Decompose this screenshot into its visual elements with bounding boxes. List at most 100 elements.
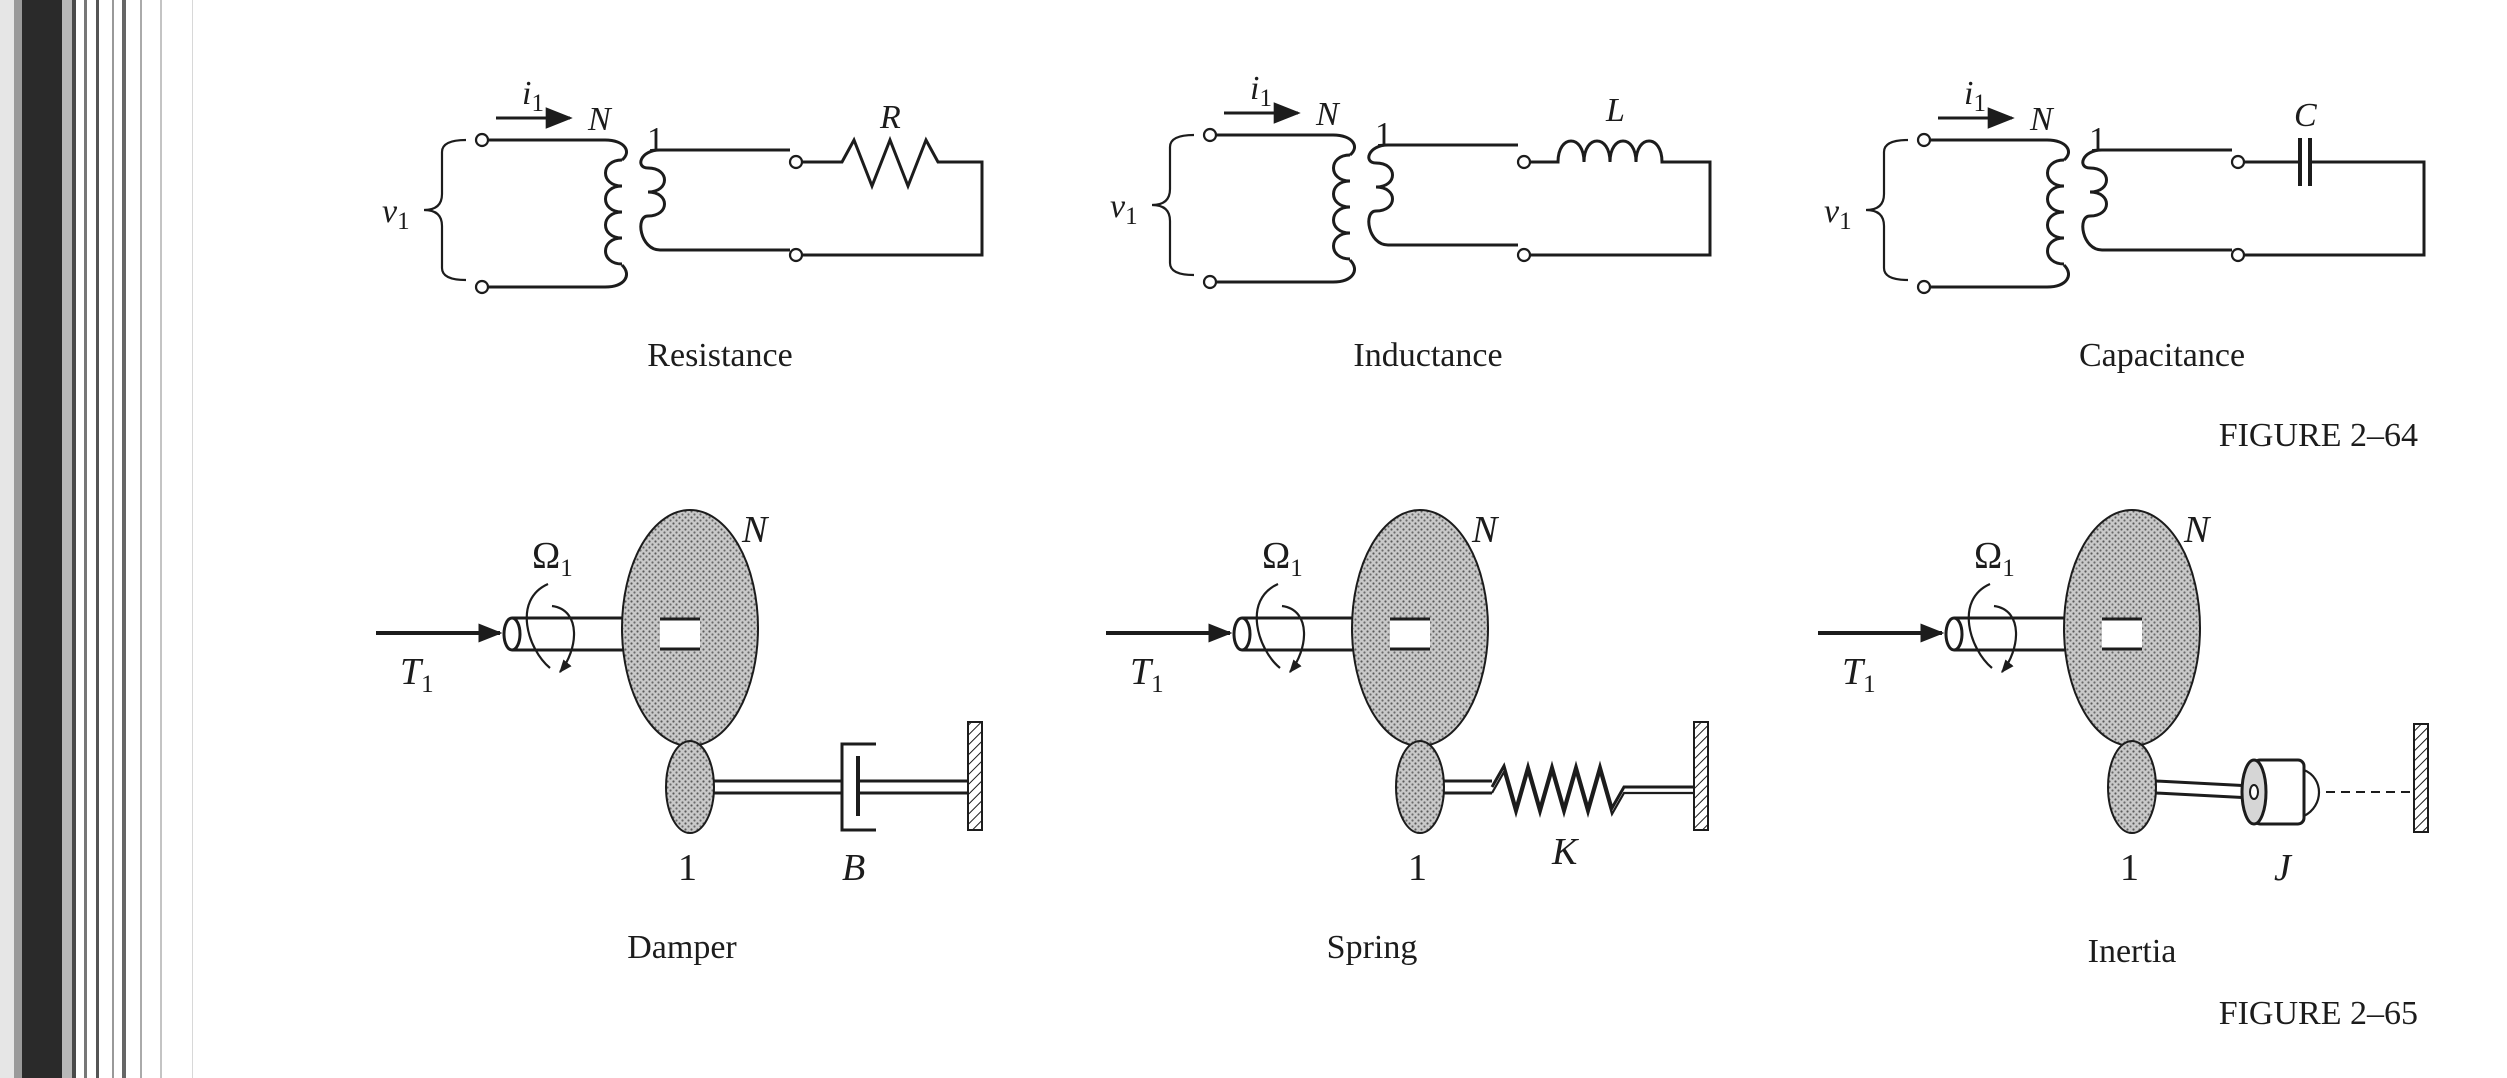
element-symbol: K [1551, 831, 1579, 873]
primary-coil [1332, 153, 1351, 261]
output-shaft [2155, 779, 2253, 800]
element-symbol: J [2274, 847, 2293, 889]
secondary-coil [639, 148, 790, 252]
wall-ground [967, 721, 983, 831]
damper-cylinder [840, 742, 876, 832]
torque-label: T1 [400, 651, 434, 698]
panel-resistance: i1 N 1 v1 R Resistance [382, 75, 984, 374]
primary-leads [1930, 138, 2070, 289]
voltage-brace [1865, 138, 1909, 282]
small-gear-label: 1 [1408, 847, 1427, 889]
spring-coil-shadow [1491, 767, 1694, 819]
primary-coil [604, 158, 623, 266]
panel-caption: Inductance [1353, 337, 1502, 374]
current-label: i1 [1964, 75, 1986, 117]
output-shaft [714, 779, 842, 795]
wall-ground [1693, 721, 1709, 831]
voltage-label: v1 [1824, 193, 1852, 235]
current-label: i1 [522, 75, 544, 117]
output-shaft [1444, 779, 1492, 795]
output-terminal-bottom [788, 247, 804, 263]
primary-turns-label: N [587, 101, 613, 138]
rotation-arrow [551, 604, 576, 674]
voltage-brace [1151, 133, 1195, 277]
resistor [802, 135, 984, 257]
speed-label: Ω1 [1974, 535, 2015, 582]
output-terminal-top [788, 154, 804, 170]
primary-coil [2046, 158, 2065, 266]
secondary-coil [2081, 148, 2232, 252]
element-symbol: C [2294, 97, 2317, 134]
input-terminal-bottom [1202, 274, 1218, 290]
input-terminal-top [1202, 127, 1218, 143]
shaft-end [1944, 616, 1964, 652]
primary-turns-label: N [2029, 101, 2055, 138]
element-symbol: R [879, 99, 901, 136]
voltage-brace [423, 138, 467, 282]
secondary-coil [1367, 143, 1518, 247]
panel-caption: Damper [627, 929, 737, 966]
inertia-hub [2249, 784, 2259, 800]
panel-inductance: i1 N 1 v1 L Inductance [1110, 70, 1712, 374]
shaft-end [502, 616, 522, 652]
small-gear [2107, 740, 2157, 834]
output-terminal-top [1516, 154, 1532, 170]
panel-caption: Inertia [2088, 933, 2177, 970]
primary-leads [488, 138, 628, 289]
wall-ground [2413, 723, 2429, 833]
panel-caption: Resistance [647, 337, 792, 374]
inertia-arc [2303, 768, 2320, 817]
shaft-through-gear [1390, 619, 1430, 649]
spring-coil [1490, 760, 1694, 814]
figure-label: FIGURE 2–64 [2219, 417, 2418, 454]
torque-label: T1 [1842, 651, 1876, 698]
voltage-label: v1 [1110, 188, 1138, 230]
shaft-through-gear [660, 619, 700, 649]
speed-label: Ω1 [532, 535, 573, 582]
figure-2-65: T1 Ω1 N 1 B Damper T1 [376, 509, 2429, 1032]
shaft-end [1232, 616, 1252, 652]
figure-label: FIGURE 2–65 [2219, 995, 2418, 1032]
current-label: i1 [1250, 70, 1272, 112]
output-terminal-bottom [2230, 247, 2246, 263]
inductor [1530, 139, 1712, 257]
small-gear-label: 1 [2120, 847, 2139, 889]
shaft-edge [2102, 617, 2142, 651]
speed-label: Ω1 [1262, 535, 1303, 582]
shaft-edge [660, 617, 700, 651]
small-gear-label: 1 [678, 847, 697, 889]
output-terminal-top [2230, 154, 2246, 170]
panel-spring: T1 Ω1 N 1 K Spring [1106, 509, 1709, 966]
rotation-arrow-back [1255, 582, 1281, 669]
page-binding-edge [0, 0, 193, 1078]
element-symbol: B [842, 847, 865, 889]
figure-2-64: i1 N 1 v1 R Resistance i1 N 1 v1 [382, 70, 2426, 454]
panel-caption: Spring [1327, 929, 1418, 966]
rotation-arrow [1993, 604, 2018, 674]
large-gear-label: N [2183, 509, 2212, 551]
large-gear-label: N [741, 509, 770, 551]
input-terminal-top [474, 132, 490, 148]
element-symbol: L [1605, 92, 1625, 129]
panel-inertia: T1 Ω1 N 1 J Inertia [1818, 509, 2429, 970]
shaft-through-gear [2102, 619, 2142, 649]
rotation-arrow-back [1967, 582, 1993, 669]
large-gear-label: N [1471, 509, 1500, 551]
input-terminal-top [1916, 132, 1932, 148]
torque-label: T1 [1130, 651, 1164, 698]
voltage-label: v1 [382, 193, 410, 235]
panel-damper: T1 Ω1 N 1 B Damper [376, 509, 983, 966]
rotation-arrow [1281, 604, 1306, 674]
primary-leads [1216, 133, 1356, 284]
panel-caption: Capacitance [2079, 337, 2245, 374]
small-gear [665, 740, 715, 834]
shaft-edge [1390, 617, 1430, 651]
rotation-arrow-back [525, 582, 551, 669]
primary-turns-label: N [1315, 96, 1341, 133]
lead-shadow [653, 150, 791, 255]
damper-rod [858, 779, 968, 795]
small-gear [1395, 740, 1445, 834]
input-terminal-bottom [1916, 279, 1932, 295]
output-terminal-bottom [1516, 247, 1532, 263]
